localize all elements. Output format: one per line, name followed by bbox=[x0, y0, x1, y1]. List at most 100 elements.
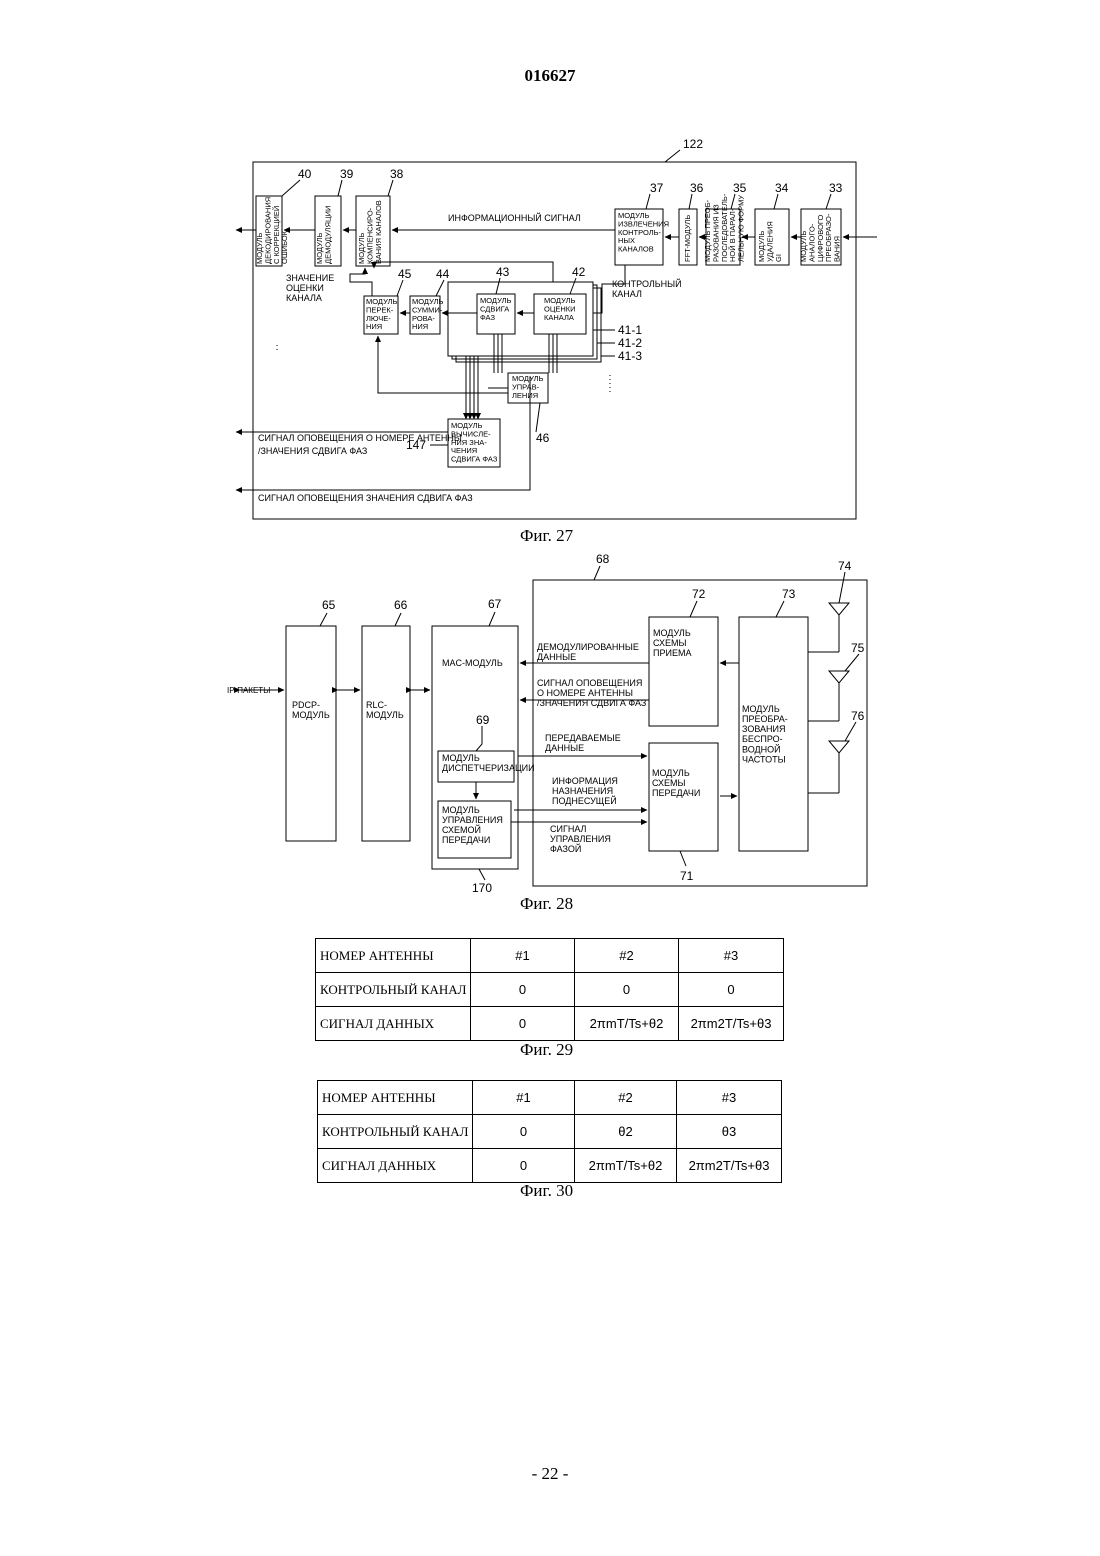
label-line: ПРЕОБРА- bbox=[742, 714, 788, 724]
table-row: КОНТРОЛЬНЫЙ КАНАЛ 0 θ2 θ3 bbox=[318, 1115, 782, 1149]
label-line: О НОМЕРЕ АНТЕННЫ bbox=[537, 688, 633, 698]
ref-67: 67 bbox=[488, 597, 502, 611]
control-channel-label: КОНТРОЛЬНЫЙКАНАЛ bbox=[612, 278, 682, 299]
module-36-label: FFT-МОДУЛЬ bbox=[683, 215, 692, 262]
ref-36: 36 bbox=[690, 181, 704, 195]
label-line: ДЕМОДУЛЯЦИИ bbox=[323, 206, 332, 264]
table-cell: #2 bbox=[575, 1081, 677, 1115]
table-cell: НОМЕР АНТЕННЫ bbox=[316, 939, 471, 973]
figure-30-table: НОМЕР АНТЕННЫ #1 #2 #3 КОНТРОЛЬНЫЙ КАНАЛ… bbox=[317, 1080, 782, 1183]
label-line: ПЕРЕДАЧИ bbox=[652, 788, 700, 798]
module-65-label: PDCP-МОДУЛЬ bbox=[292, 700, 330, 720]
label-line: ПЕРЕДАЧИ bbox=[442, 835, 490, 845]
module-33-label: МОДУЛЬАНАЛОГО-ЦИФРОВОГОПРЕОБРАЗО-ВАНИЯ bbox=[799, 213, 842, 262]
module-73-label: МОДУЛЬПРЕОБРА-ЗОВАНИЯБЕСПРО-ВОДНОЙЧАСТОТ… bbox=[742, 704, 788, 764]
ref-46: 46 bbox=[536, 431, 550, 445]
table-cell: #1 bbox=[471, 939, 575, 973]
module-65-box bbox=[286, 626, 336, 841]
table-row: СИГНАЛ ДАННЫХ 0 2πmT/Ts+θ2 2πm2T/Ts+θ3 bbox=[318, 1149, 782, 1183]
label-line: ДЕМОДУЛИРОВАННЫЕ bbox=[537, 642, 639, 652]
module-42-label: МОДУЛЬОЦЕНКИКАНАЛА bbox=[544, 296, 576, 322]
label-line: ФАЗОЙ bbox=[550, 843, 581, 854]
figure-29-caption: Фиг. 29 bbox=[520, 1040, 573, 1060]
label-line: НИЯ bbox=[366, 322, 382, 331]
table-cell: 2πm2T/Ts+θ3 bbox=[677, 1149, 782, 1183]
label-line: ЗНАЧЕНИЕ bbox=[286, 273, 334, 283]
label-line: СДВИГА ФАЗ bbox=[451, 455, 498, 464]
phase-ctrl-label: СИГНАЛУПРАВЛЕНИЯФАЗОЙ bbox=[550, 824, 611, 854]
label-line: СХЕМОЙ bbox=[442, 824, 481, 835]
ref-39: 39 bbox=[340, 167, 354, 181]
figure-30-caption: Фиг. 30 bbox=[520, 1181, 573, 1201]
table-cell: 0 bbox=[471, 1007, 575, 1041]
ref-44: 44 bbox=[436, 267, 450, 281]
table-cell: 2πm2T/Ts+θ3 bbox=[679, 1007, 784, 1041]
ref-73: 73 bbox=[782, 587, 796, 601]
label-line: ДАННЫЕ bbox=[545, 743, 584, 753]
ref-71: 71 bbox=[680, 869, 694, 883]
notify-phase-shift-label: СИГНАЛ ОПОВЕЩЕНИЯ ЗНАЧЕНИЯ СДВИГА ФАЗ bbox=[258, 493, 473, 503]
table-cell: СИГНАЛ ДАННЫХ bbox=[318, 1149, 473, 1183]
ref-42: 42 bbox=[572, 265, 586, 279]
label-line: МОДУЛЬ bbox=[742, 704, 780, 714]
label-line: ФАЗ bbox=[480, 313, 495, 322]
ref-43: 43 bbox=[496, 265, 510, 279]
table-row: СИГНАЛ ДАННЫХ 0 2πmT/Ts+θ2 2πm2T/Ts+θ3 bbox=[316, 1007, 784, 1041]
table-cell: #3 bbox=[679, 939, 784, 973]
table-row: НОМЕР АНТЕННЫ #1 #2 #3 bbox=[318, 1081, 782, 1115]
figure-27-diagram: 122 40 39 38 37 36 35 34 33 45 44 43 42 … bbox=[0, 0, 1100, 540]
table-cell: 0 bbox=[575, 973, 679, 1007]
table-row: НОМЕР АНТЕННЫ #1 #2 #3 bbox=[316, 939, 784, 973]
table-cell: 2πmT/Ts+θ2 bbox=[575, 1007, 679, 1041]
module-37-label: МОДУЛЬИЗВЛЕЧЕНИЯКОНТРОЛЬ-НЫХКАНАЛОВ bbox=[618, 211, 669, 254]
ref-68: 68 bbox=[596, 552, 610, 566]
module-66-label: RLC-МОДУЛЬ bbox=[366, 700, 404, 720]
label-line: МОДУЛЬ bbox=[653, 628, 691, 638]
label-line: МОДУЛЬ bbox=[442, 753, 480, 763]
ref-170: 170 bbox=[472, 881, 492, 895]
module-35-label: МОДУЛЬ ПРЕОБ-РАЗОВАНИЯ ИЗПОСЛЕДОВАТЕЛЬ-Н… bbox=[703, 193, 746, 262]
figure-28-diagram: 68 65 66 67 69 72 73 74 75 76 71 170 PDC… bbox=[0, 550, 1100, 910]
label-line: ДАННЫЕ bbox=[537, 652, 576, 662]
label-line: МОДУЛЬ bbox=[652, 768, 690, 778]
label-line: КАНАЛА bbox=[544, 313, 574, 322]
channel-estimate-label: ЗНАЧЕНИЕОЦЕНКИКАНАЛА bbox=[286, 273, 334, 303]
label-line: НИЯ bbox=[412, 322, 428, 331]
ref-122: 122 bbox=[683, 137, 703, 151]
figure-28-caption: Фиг. 28 bbox=[520, 894, 573, 914]
table-cell: 0 bbox=[471, 973, 575, 1007]
label-line: RLC- bbox=[366, 700, 387, 710]
module-72-label: МОДУЛЬСХЕМЫПРИЕМА bbox=[653, 628, 691, 658]
module-39-label: МОДУЛЬДЕМОДУЛЯЦИИ bbox=[315, 206, 332, 264]
ref-41-3: 41-3 bbox=[618, 349, 642, 363]
table-cell: 0 bbox=[473, 1115, 575, 1149]
module-34-label: МОДУЛЬУДАЛЕНИЯGI bbox=[757, 221, 783, 262]
label-line: ВАНИЯ bbox=[833, 236, 842, 262]
module-66-box bbox=[362, 626, 410, 841]
module-170-label: МОДУЛЬУПРАВЛЕНИЯСХЕМОЙПЕРЕДАЧИ bbox=[442, 805, 503, 845]
figure-29-table: НОМЕР АНТЕННЫ #1 #2 #3 КОНТРОЛЬНЫЙ КАНАЛ… bbox=[315, 938, 784, 1041]
label-line: СХЕМЫ bbox=[652, 778, 685, 788]
label-line: УПРАВЛЕНИЯ bbox=[442, 815, 503, 825]
label-line: КАНАЛОВ bbox=[618, 245, 654, 254]
table-cell: 2πmT/Ts+θ2 bbox=[575, 1149, 677, 1183]
table-cell: θ2 bbox=[575, 1115, 677, 1149]
table-cell: СИГНАЛ ДАННЫХ bbox=[316, 1007, 471, 1041]
label-line: /ЗНАЧЕНИЯ СДВИГА ФАЗ bbox=[537, 698, 646, 708]
table-cell: θ3 bbox=[677, 1115, 782, 1149]
module-38-label: МОДУЛЬКОМПЕНСИРО-ВАНИЯ КАНАЛОВ bbox=[357, 200, 383, 264]
module-71-label: МОДУЛЬСХЕМЫПЕРЕДАЧИ bbox=[652, 768, 700, 798]
ref-65: 65 bbox=[322, 598, 336, 612]
label-line: КАНАЛА bbox=[286, 293, 322, 303]
ref-72: 72 bbox=[692, 587, 706, 601]
table-cell: 0 bbox=[473, 1149, 575, 1183]
ref-69: 69 bbox=[476, 713, 490, 727]
notify-phase-label: /ЗНАЧЕНИЯ СДВИГА ФАЗ bbox=[258, 446, 367, 456]
label-line: ПРИЕМА bbox=[653, 648, 691, 658]
demod-data-label: ДЕМОДУЛИРОВАННЫЕДАННЫЕ bbox=[537, 642, 639, 662]
label-line: НАЗНАЧЕНИЯ bbox=[552, 786, 613, 796]
label-line: ЛЕНИЯ bbox=[512, 391, 538, 400]
page-number: - 22 - bbox=[0, 1464, 1100, 1484]
table-cell: НОМЕР АНТЕННЫ bbox=[318, 1081, 473, 1115]
ref-66: 66 bbox=[394, 598, 408, 612]
